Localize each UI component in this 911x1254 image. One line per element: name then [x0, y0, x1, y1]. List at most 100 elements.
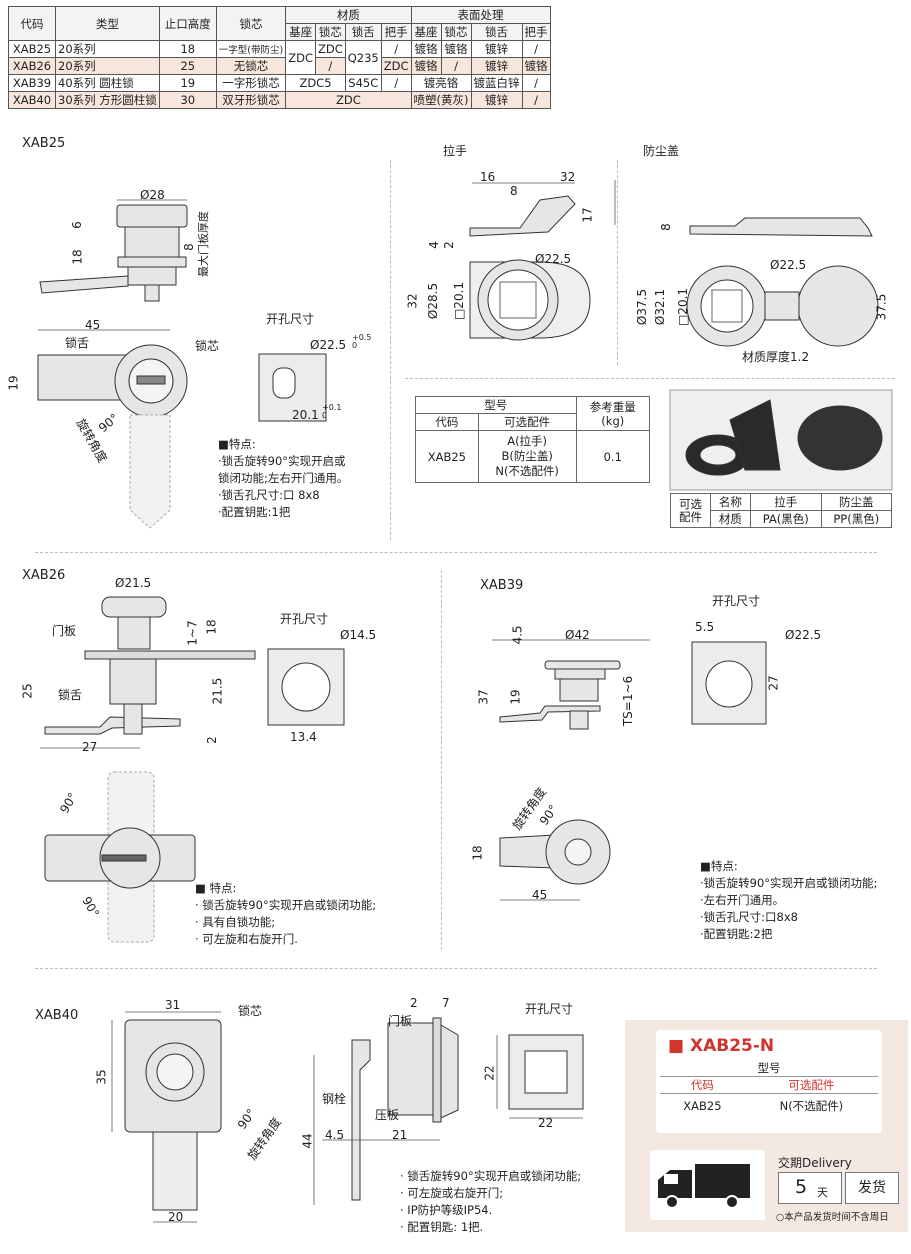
cutout-title: 开孔尺寸 — [266, 312, 315, 326]
th-code: 代码 — [8, 6, 56, 41]
dim: 18 — [204, 619, 219, 635]
callout: 锁芯 — [238, 1004, 263, 1018]
th-sub: 基座 — [410, 23, 442, 41]
cell: 拉手 — [749, 493, 822, 511]
xab25-body — [124, 226, 180, 258]
cell: 镀锌 — [470, 57, 523, 75]
days-value: 5 — [795, 1176, 808, 1198]
cell: XAB25 — [683, 1098, 722, 1113]
dim: 45 — [532, 888, 548, 902]
cover-side — [689, 217, 873, 237]
table-row: XAB40 30系列 方形圆柱锁 30 双牙形锁芯 ZDC 喷塑(黄灰) 镀锌 … — [8, 91, 551, 109]
dim: 22 — [538, 1116, 554, 1130]
cell: XAB40 — [8, 91, 56, 109]
callout: 门板 — [52, 624, 77, 638]
dim: 6 — [69, 221, 84, 229]
dim: □20.1 — [452, 281, 467, 321]
cell-opts: A(拉手) B(防尘盖) N(不选配件) — [477, 430, 577, 483]
divider — [35, 552, 877, 553]
dim: 4 — [426, 241, 441, 249]
xab26-features: ■ 特点: · 锁舌旋转90°实现开启或锁闭功能; · 具有自锁功能; · 可左… — [195, 880, 376, 948]
dim: 7 — [442, 996, 450, 1010]
xab25-tongue — [39, 275, 129, 294]
order-code: XAB25-N — [689, 1036, 775, 1056]
dim: 2 — [410, 996, 418, 1010]
xab40-features: · 锁舌旋转90°实现开启或锁闭功能; · 可左旋或右旋开门; · IP防护等级… — [400, 1168, 581, 1236]
xab26-shaft — [123, 703, 143, 735]
divider — [617, 160, 618, 365]
xab39-collar — [554, 668, 606, 680]
feature-line: ·锁舌孔尺寸:口 8x8 — [218, 488, 320, 502]
callout: 门板 — [388, 1014, 413, 1028]
xab40-side-cap — [440, 1024, 459, 1119]
th-sub: 基座 — [285, 23, 316, 41]
divider — [405, 378, 895, 379]
dim: Ø22.5 — [310, 338, 347, 352]
dim: 8 — [510, 184, 518, 198]
dim: 32 — [405, 293, 420, 309]
dim: 18 — [470, 845, 485, 861]
dim: Ø28 — [140, 188, 165, 202]
dim: Ø21.5 — [115, 576, 152, 590]
th-weight-unit: (kg) — [601, 413, 625, 428]
dim: Ø14.5 — [340, 628, 377, 642]
dim: Ø37.5 — [635, 288, 650, 326]
cover-hole — [700, 279, 754, 333]
cell: 防尘盖 — [820, 493, 893, 511]
cell: 30系列 方形圆柱锁 — [55, 91, 160, 109]
dim: 25 — [20, 683, 35, 699]
cell: 40系列 圆柱锁 — [55, 74, 160, 92]
th-opt: 可选配件 — [477, 413, 577, 431]
th-code: 代码 — [415, 413, 479, 431]
th-sub: 锁舌 — [470, 23, 523, 41]
xab26-body — [109, 658, 157, 705]
xab25-head — [116, 204, 188, 228]
xab25-title: XAB25 — [22, 136, 66, 151]
dim: 21 — [392, 1128, 408, 1142]
th-weight: 参考重量(kg) — [575, 396, 651, 431]
xab25-features: ■特点: ·锁舌旋转90°实现开启或 锁闭功能;左右开门通用。 ·锁舌孔尺寸:口… — [218, 436, 348, 521]
feature-line: 锁闭功能;左右开门通用。 — [218, 471, 349, 485]
cutout-title: 开孔尺寸 — [712, 594, 761, 608]
cell: 双牙形锁芯 — [215, 91, 287, 109]
acc-label-1: 可选 — [678, 496, 702, 511]
table-row: XAB39 40系列 圆柱锁 19 一字形锁芯 ZDC5 S45C / 镀亮铬 … — [8, 74, 551, 92]
dim: 2 — [204, 736, 219, 744]
opt: B(防尘盖) — [501, 449, 553, 463]
cell: Q235 — [344, 40, 382, 75]
th-core: 锁芯 — [215, 6, 287, 41]
dim: 17 — [580, 207, 595, 223]
xab25-shaft — [127, 266, 177, 286]
tolerance: +0.1 0 — [322, 403, 342, 420]
callout: 锁舌 — [65, 336, 90, 350]
cell: XAB25 — [415, 430, 479, 483]
xab39-nut — [569, 710, 589, 730]
dim: 8 — [658, 223, 673, 231]
cell: 名称 — [709, 493, 751, 511]
acc-label: 可选配件 — [670, 493, 711, 528]
handle-title: 拉手 — [443, 144, 468, 158]
cell: 镀锌 — [470, 91, 523, 109]
cover-title: 防尘盖 — [643, 144, 680, 158]
feature-line: ·锁舌孔尺寸:口8x8 — [700, 910, 798, 924]
cell: 喷塑(黄灰) — [410, 91, 472, 109]
xab26-tongue — [44, 716, 181, 735]
feature-line: · 配置钥匙: 1把. — [400, 1220, 484, 1234]
xab25-cutout-hole — [272, 367, 296, 399]
dim: 37 — [476, 689, 491, 705]
xab39-flange — [544, 660, 621, 670]
feature-line: ·配置钥匙:1把 — [218, 505, 291, 519]
callout: 锁芯 — [195, 339, 220, 353]
xab40-side-door — [432, 1017, 442, 1123]
th-model: 型号 — [660, 1060, 878, 1077]
dim: 44 — [300, 1133, 315, 1149]
callout: 钢栓 — [322, 1092, 347, 1106]
feature-line: ■特点: — [700, 859, 738, 873]
xab40-bolt — [351, 1039, 371, 1201]
spec-table: 代码 类型 止口高度 锁芯 材质 表面处理 基座 锁芯 锁舌 把手 基座 锁芯 … — [8, 6, 551, 109]
cutout-title: 开孔尺寸 — [280, 612, 329, 626]
cell: 20系列 — [55, 57, 160, 75]
dim: 5.5 — [695, 620, 715, 634]
truck-box — [650, 1150, 765, 1220]
xab39-tongue — [499, 705, 601, 723]
